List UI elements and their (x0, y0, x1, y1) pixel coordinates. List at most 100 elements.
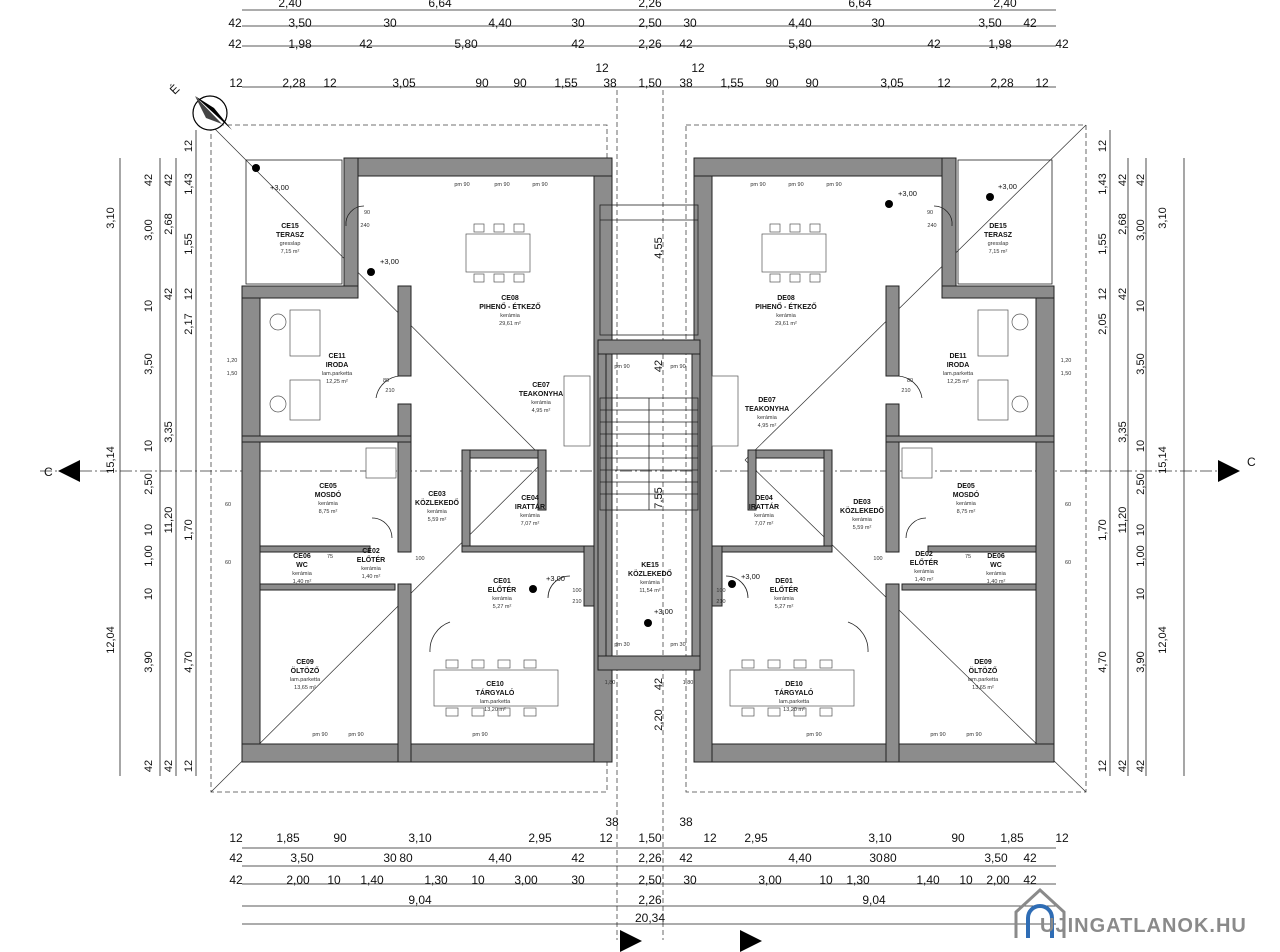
svg-text:5,27 m²: 5,27 m² (775, 604, 794, 610)
svg-text:CE02: CE02 (362, 548, 380, 555)
dim-right-inner: 42 (1117, 760, 1129, 772)
svg-text:DE04: DE04 (755, 495, 773, 502)
dim-left-inner: 42 (163, 760, 175, 772)
svg-text:75: 75 (327, 554, 333, 560)
dim-left-inner: 11,20 (163, 507, 175, 534)
dim-bottom: 4,40 (788, 851, 812, 865)
dim-top: 42 (1023, 16, 1037, 30)
svg-text:kerámia: kerámia (986, 571, 1007, 577)
dim-center: 2,20 (653, 709, 665, 730)
dim-bottom: 2,50 (638, 873, 662, 887)
dim-bottom: 90 (951, 831, 965, 845)
svg-text:pm 90: pm 90 (750, 182, 765, 188)
dim-left-outer: 15,14 (105, 446, 117, 474)
svg-text:pm 90: pm 90 (472, 732, 487, 738)
svg-text:1,80: 1,80 (683, 680, 694, 686)
north-arrow: É (166, 81, 232, 131)
dim-bottom: 30 (383, 851, 397, 865)
dim-bottom: 80 (399, 851, 413, 865)
dining-table-right (761, 223, 827, 283)
dim-top: 1,98 (988, 37, 1012, 51)
dim-left-mid: 3,50 (143, 353, 155, 374)
svg-text:kerámia: kerámia (531, 400, 552, 406)
dim-left-inner: 2,68 (163, 213, 175, 234)
dim-left-mid: 10 (143, 440, 155, 452)
dim-right-fine: 1,43 (1097, 173, 1109, 194)
svg-text:210: 210 (716, 599, 725, 605)
svg-text:TEAKONYHA: TEAKONYHA (519, 391, 563, 398)
dim-right-mid: 10 (1135, 300, 1147, 312)
dim-top: 6,64 (428, 0, 452, 10)
kitchenettes (365, 375, 933, 479)
svg-text:11,54 m²: 11,54 m² (639, 588, 660, 594)
svg-text:pm 90: pm 90 (614, 364, 629, 370)
dim-right-inner: 42 (1117, 288, 1129, 300)
dim-left-mid: 10 (143, 300, 155, 312)
svg-text:100: 100 (572, 588, 581, 594)
dim-bottom: 10 (959, 873, 973, 887)
dim-left-mid: 10 (143, 524, 155, 536)
svg-text:100: 100 (716, 588, 725, 594)
dim-center: 7,55 (653, 487, 665, 508)
dim-right-inner: 3,35 (1117, 421, 1129, 442)
dim-bottom: 9,04 (408, 893, 432, 907)
svg-text:+3,00: +3,00 (898, 189, 917, 198)
svg-text:DE09: DE09 (974, 659, 992, 666)
dim-top: 12 (937, 76, 951, 90)
meeting-table-left (433, 659, 559, 717)
dim-bottom: 3,50 (984, 851, 1008, 865)
svg-text:80: 80 (907, 378, 913, 384)
svg-text:kerámia: kerámia (757, 415, 778, 421)
svg-text:PIHENŐ - ÉTKEZŐ: PIHENŐ - ÉTKEZŐ (479, 302, 541, 311)
dim-top: 42 (359, 37, 373, 51)
dim-bottom: 20,34 (635, 911, 665, 925)
svg-text:CE01: CE01 (493, 578, 511, 585)
svg-text:pm 90: pm 90 (788, 182, 803, 188)
dim-left-fine: 1,55 (183, 233, 195, 254)
svg-text:WC: WC (296, 562, 308, 569)
dim-left-fine: 2,17 (183, 313, 195, 334)
dim-bottom: 42 (571, 851, 585, 865)
svg-text:pm 90: pm 90 (312, 732, 327, 738)
svg-text:240: 240 (927, 223, 936, 229)
dim-top: 2,26 (638, 0, 662, 10)
svg-text:pm 90: pm 90 (966, 732, 981, 738)
staircase (599, 397, 699, 511)
dim-right-inner: 2,68 (1117, 213, 1129, 234)
dim-top: 42 (1055, 37, 1069, 51)
svg-text:90: 90 (364, 210, 370, 216)
dim-bottom: 1,85 (1000, 831, 1024, 845)
svg-text:DE05: DE05 (957, 483, 975, 490)
dim-bottom: 2,26 (638, 893, 662, 907)
svg-text:75: 75 (965, 554, 971, 560)
dim-bottom: 42 (1023, 851, 1037, 865)
dim-top: 42 (228, 16, 242, 30)
svg-text:MOSDÓ: MOSDÓ (315, 490, 342, 499)
dim-top: 38 (603, 76, 617, 90)
svg-text:1,40 m²: 1,40 m² (987, 579, 1006, 585)
dim-top: 42 (228, 37, 242, 51)
svg-text:TERASZ: TERASZ (276, 232, 305, 239)
dim-bottom: 90 (333, 831, 347, 845)
svg-text:kerámia: kerámia (852, 517, 873, 523)
svg-text:kerámia: kerámia (914, 569, 935, 575)
dim-left-mid: 42 (143, 174, 155, 186)
dim-top: 2,40 (278, 0, 302, 10)
svg-text:13,65 m²: 13,65 m² (972, 685, 994, 691)
dim-left-fine: 12 (183, 760, 195, 772)
svg-text:7,07 m²: 7,07 m² (755, 521, 774, 527)
svg-text:KÖZLEKEDŐ: KÖZLEKEDŐ (840, 506, 885, 515)
dim-left-mid: 1,00 (143, 545, 155, 566)
dim-right-mid: 42 (1135, 760, 1147, 772)
dim-right-mid: 42 (1135, 174, 1147, 186)
svg-text:60: 60 (1065, 502, 1071, 508)
dim-top: 3,50 (978, 16, 1002, 30)
level-markers: +3,00 +3,00 +3,00 +3,00 +3,00 +3,00 +3,0… (252, 164, 1017, 627)
